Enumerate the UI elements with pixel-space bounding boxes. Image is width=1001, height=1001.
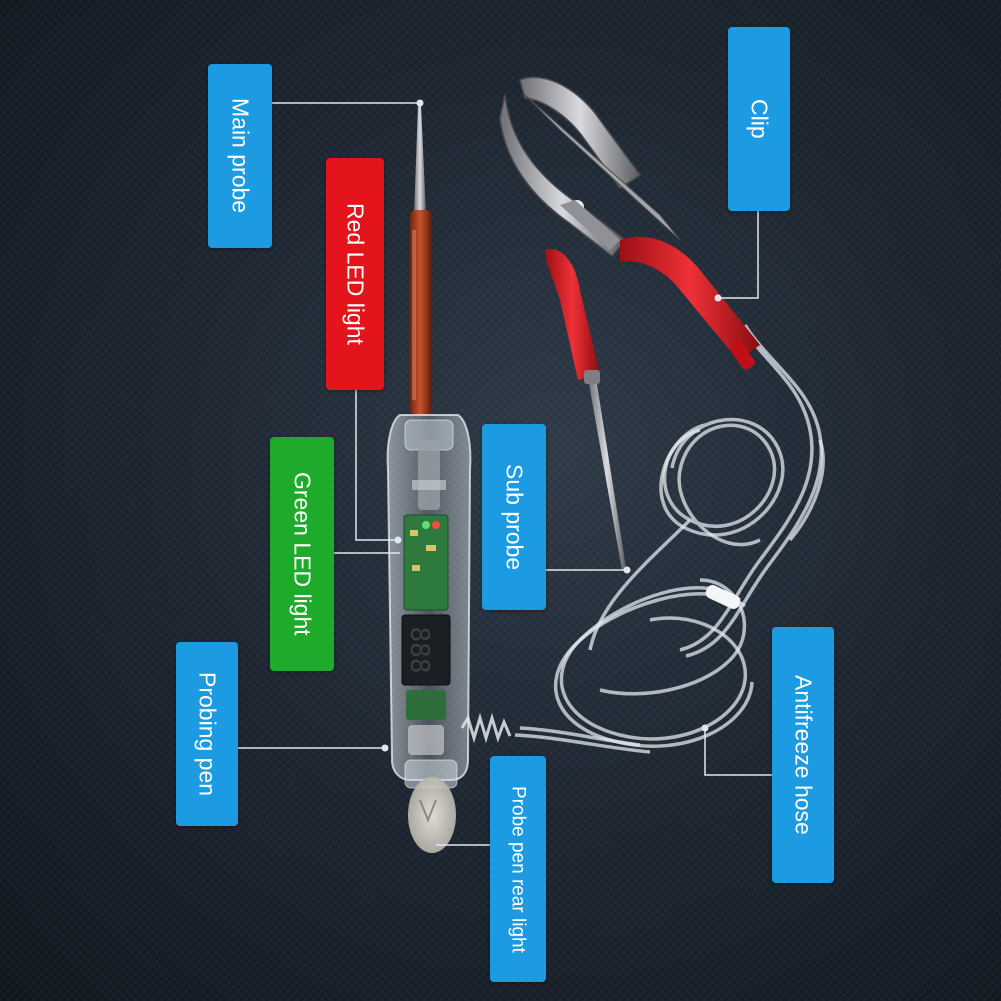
spring: [460, 712, 512, 744]
cable-tie: [705, 585, 741, 609]
green-led-light-text: Green LED light: [289, 472, 316, 636]
alligator-clip-icon: [499, 76, 760, 570]
probe-pen-rear-light-text: Probe pen rear light: [507, 785, 529, 953]
red-led-light-label: Red LED light: [326, 158, 384, 390]
antifreeze-hose-text: Antifreeze hose: [790, 675, 817, 835]
coiled-hose-icon: [514, 319, 825, 754]
sub-probe-label: Sub probe: [482, 424, 546, 610]
main-probe-label: Main probe: [208, 64, 272, 248]
main-probe-text: Main probe: [227, 98, 254, 214]
clip-label: Clip: [728, 27, 790, 211]
leader-dots: [381, 99, 722, 752]
circuit-tester-pen-icon: 888: [386, 105, 472, 853]
leader-lines: [238, 102, 772, 846]
probe-pen-rear-light-label: Probe pen rear light: [490, 756, 546, 982]
probing-pen-label: Probing pen: [176, 642, 238, 826]
antifreeze-hose-label: Antifreeze hose: [772, 627, 834, 883]
svg-text:888: 888: [404, 627, 434, 674]
red-led-light-text: Red LED light: [342, 203, 369, 345]
clip-text: Clip: [746, 99, 773, 139]
probing-pen-text: Probing pen: [194, 671, 221, 797]
green-led-light-label: Green LED light: [270, 437, 334, 671]
sub-probe-text: Sub probe: [501, 463, 528, 571]
